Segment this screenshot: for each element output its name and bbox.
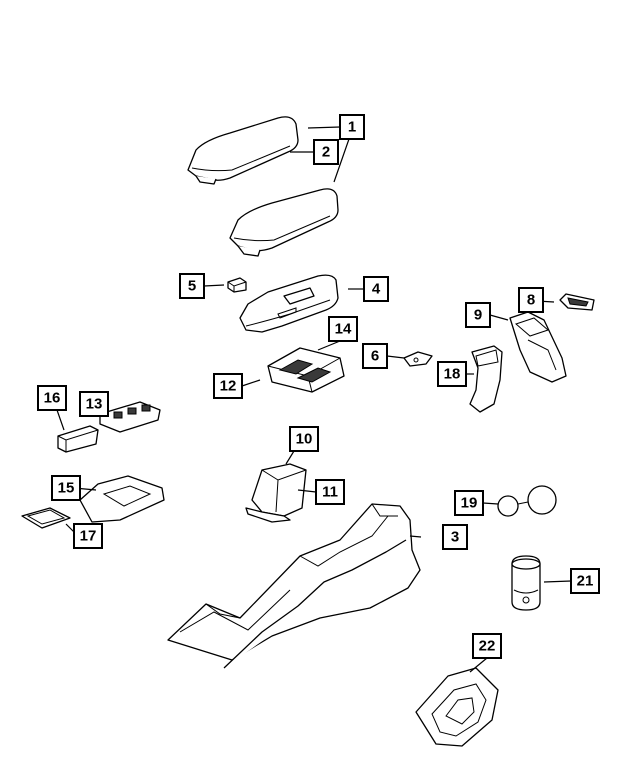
cup-part-21 xyxy=(511,555,541,611)
callout-16: 16 xyxy=(37,385,67,411)
callout-3: 1 xyxy=(339,114,365,140)
callout-15: 15 xyxy=(51,475,81,501)
callout-15-label: 15 xyxy=(58,480,75,497)
callout-12-label: 12 xyxy=(220,378,237,395)
callout-22: 22 xyxy=(472,633,502,659)
callout-11-label: 11 xyxy=(322,484,338,501)
armrest-lid-upper-part xyxy=(187,116,299,185)
callout-4: 4 xyxy=(363,276,389,302)
callout-10: 10 xyxy=(289,426,319,452)
pocket-part-16 xyxy=(57,425,99,453)
armrest-base-part xyxy=(239,274,339,333)
shifter-boot-part xyxy=(415,667,499,747)
callout-9: 9 xyxy=(465,302,491,328)
mat-part-17 xyxy=(21,507,71,529)
callout-14: 14 xyxy=(328,316,358,342)
callout-3-label: 1 xyxy=(348,119,356,136)
callout-17: 17 xyxy=(73,523,103,549)
callout-21-label: 21 xyxy=(577,573,594,590)
storage-bin-part xyxy=(267,347,345,393)
rear-trim-panel-part xyxy=(509,311,567,383)
callout-13: 13 xyxy=(79,391,109,417)
callout-5: 5 xyxy=(179,273,205,299)
callout-17-label: 17 xyxy=(80,528,97,545)
callout-4-label: 4 xyxy=(372,281,381,298)
bracket-part-6 xyxy=(403,351,433,367)
side-bezel-part xyxy=(469,345,503,413)
callout-1: 3 xyxy=(442,524,468,550)
center-console-part xyxy=(167,503,421,669)
callout-5-label: 5 xyxy=(188,278,196,295)
switch-part-8 xyxy=(559,293,595,311)
switch-bezel-part xyxy=(99,401,161,433)
callout-18-label: 18 xyxy=(444,366,461,383)
callout-6: 6 xyxy=(362,343,388,369)
callout-8: 8 xyxy=(518,287,544,313)
callout-8-label: 8 xyxy=(527,292,535,309)
callout-19-label: 19 xyxy=(461,495,478,512)
callout-1-label: 3 xyxy=(451,529,459,546)
callout-21: 21 xyxy=(570,568,600,594)
callout-14-label: 14 xyxy=(335,321,352,338)
shift-knob-part xyxy=(497,485,557,517)
armrest-lid-lower-part xyxy=(229,188,339,257)
console-front-bezel-part xyxy=(79,475,165,523)
callout-6-label: 6 xyxy=(371,348,379,365)
callout-22-label: 22 xyxy=(479,638,496,655)
callout-12: 12 xyxy=(213,373,243,399)
callout-13-label: 13 xyxy=(86,396,103,413)
cup-holder-insert-part xyxy=(245,463,307,523)
callout-18: 18 xyxy=(437,361,467,387)
callout-11: 11 xyxy=(315,479,345,505)
callout-10-label: 10 xyxy=(296,431,313,448)
callout-2: 2 xyxy=(313,139,339,165)
callout-2-label: 2 xyxy=(322,144,330,161)
callout-9-label: 9 xyxy=(474,307,482,324)
callout-19: 19 xyxy=(454,490,484,516)
clip-part-5 xyxy=(227,277,247,293)
callout-16-label: 16 xyxy=(44,390,61,407)
